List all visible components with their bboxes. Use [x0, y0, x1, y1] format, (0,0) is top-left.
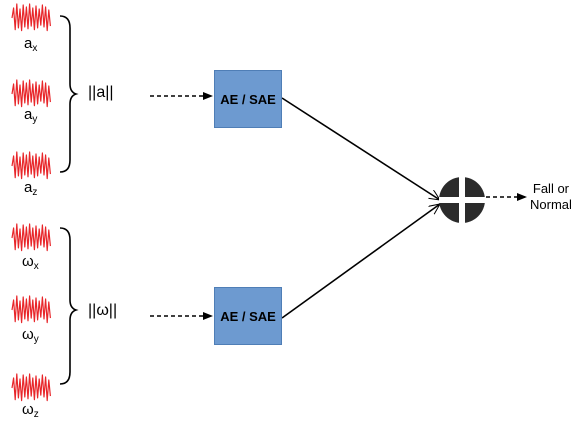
output-label: Fall or Normal — [530, 181, 572, 213]
ae-sae-box-top-label: AE / SAE — [220, 91, 276, 107]
line-ae-top-to-fusion — [281, 97, 440, 201]
output-label-line1: Fall or — [532, 181, 570, 196]
wave-icon-acc-y — [11, 79, 51, 108]
wave-icon-acc-z — [11, 151, 51, 180]
label-norm-acc: ||a|| — [88, 84, 114, 101]
label-acc-x: ax — [24, 35, 38, 54]
wave-icon-acc-x — [11, 3, 51, 32]
brace-gyro — [59, 227, 79, 385]
label-gyro-z: ωz — [22, 401, 39, 420]
label-acc-z: az — [24, 179, 38, 198]
ae-sae-box-bottom-label: AE / SAE — [220, 308, 276, 324]
wave-icon-gyro-x — [11, 223, 51, 252]
wave-icon-gyro-z — [11, 373, 51, 402]
wave-icon-gyro-y — [11, 295, 51, 324]
label-acc-y: ay — [24, 106, 38, 125]
ae-sae-box-top: AE / SAE — [214, 70, 282, 128]
ae-sae-box-bottom: AE / SAE — [214, 287, 282, 345]
brace-acc — [59, 15, 79, 173]
label-gyro-x: ωx — [22, 253, 39, 272]
label-gyro-y: ωy — [22, 326, 39, 345]
output-label-line2: Normal — [530, 197, 572, 212]
line-ae-bottom-to-fusion — [281, 204, 440, 319]
label-norm-gyro: ||ω|| — [88, 302, 118, 319]
fusion-sum-icon — [439, 177, 485, 223]
